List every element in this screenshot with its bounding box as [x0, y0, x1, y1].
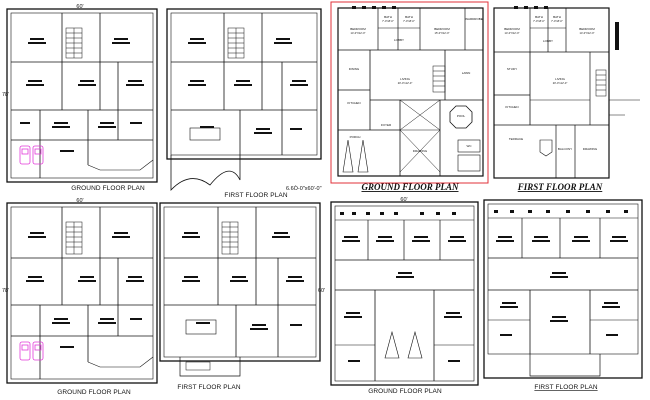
room-label: BATH: [405, 15, 413, 19]
room-label: DRAWING: [413, 149, 428, 153]
room-label: TERRACE: [509, 137, 523, 141]
room-size: 7'-0"x8'-0": [382, 19, 394, 23]
room-size: 15'-0"X12'-0": [435, 31, 450, 35]
room-label: POOL: [457, 114, 466, 118]
plan-2-caption: FIRST FLOOR PLAN: [224, 192, 287, 199]
plan-panel-2: [166, 8, 322, 192]
room-label: BEDROOM: [350, 27, 366, 31]
plan-panel-5: [6, 202, 158, 384]
room-labels: [20, 38, 144, 152]
room-size: 7'-0"x8'-0": [551, 19, 563, 23]
room-label: KITCHEN: [505, 105, 518, 109]
car-icon: [19, 341, 44, 361]
room-label: LIVING: [400, 77, 411, 81]
room-label: BEDROOM: [579, 27, 595, 31]
plan-3-caption: GROUND FLOOR PLAN: [361, 182, 459, 192]
room-label: LOBBY: [543, 39, 553, 43]
plan-panel-8: [483, 199, 643, 379]
plan-8-caption: FIRST FLOOR PLAN: [534, 384, 597, 391]
room-label: KITCHEN: [347, 101, 360, 105]
room-size: 7'-0"x8'-0": [403, 19, 415, 23]
plan-panel-1: [6, 8, 158, 183]
room-label: FOYER: [381, 123, 392, 127]
room-size: 20'-0"x12'-0": [398, 81, 413, 85]
stair: [65, 27, 83, 59]
room-label: LIVING: [555, 77, 566, 81]
room-size: 14'-0"X12'-0": [580, 31, 595, 35]
plan-panel-3: [330, 1, 489, 184]
plan-5-caption: GROUND FLOOR PLAN: [57, 389, 131, 396]
stair: [227, 27, 245, 59]
plan-3-room-labels: BEDROOM 14'-0"X12'-0" BATH 7'-0"x8'-0" B…: [347, 15, 482, 153]
room-label: STUDY: [507, 67, 517, 71]
site-size-dim: 6.6Ò-0"x60'-0": [286, 185, 322, 192]
room-label: BALCONY: [558, 147, 572, 151]
room-label: BATH: [384, 15, 392, 19]
plan-7-caption: GROUND FLOOR PLAN: [368, 388, 442, 395]
plan-5-depth-dim: 78': [2, 288, 9, 294]
room-label: PORCH: [350, 135, 361, 139]
room-size: 20'-0"x12'-0": [553, 81, 568, 85]
room-label: BEDROOM: [434, 27, 450, 31]
room-label: WARDROBE: [465, 17, 483, 21]
plan-panel-4: [493, 6, 640, 179]
room-label: BATH: [553, 15, 561, 19]
room-label: BATH: [535, 15, 543, 19]
plan-6-caption: FIRST FLOOR PLAN: [177, 384, 240, 391]
plan-panel-7: [330, 201, 479, 386]
plan-1-caption: GROUND FLOOR PLAN: [71, 185, 145, 192]
plan-4-caption: FIRST FLOOR PLAN: [517, 182, 603, 192]
room-label: LAWN: [462, 71, 471, 75]
plan-panel-6: [159, 202, 321, 377]
room-label: DRAWING: [583, 147, 598, 151]
plan-5-width-dim: 60': [76, 198, 83, 204]
plan-7-width-dim: 60': [400, 197, 407, 203]
car-icon: [19, 145, 44, 165]
plan-4-room-labels: BEDROOM 14'-0"X12'-0" BATH 7'-0"x8'-0" B…: [504, 15, 598, 151]
plan-7-depth-dim: 60': [318, 288, 325, 294]
plan-1-width-dim: 60': [76, 4, 83, 10]
room-label: BEDROOM: [504, 27, 520, 31]
room-label: WC: [467, 144, 473, 148]
room-label: DINING: [349, 67, 360, 71]
plan-1-depth-dim: 78': [2, 92, 9, 98]
room-size: 14'-0"X12'-0": [505, 31, 520, 35]
room-size: 7'-0"x8'-0": [533, 19, 545, 23]
room-size: 14'-0"X12'-0": [351, 31, 366, 35]
room-label: LOBBY: [394, 38, 404, 42]
